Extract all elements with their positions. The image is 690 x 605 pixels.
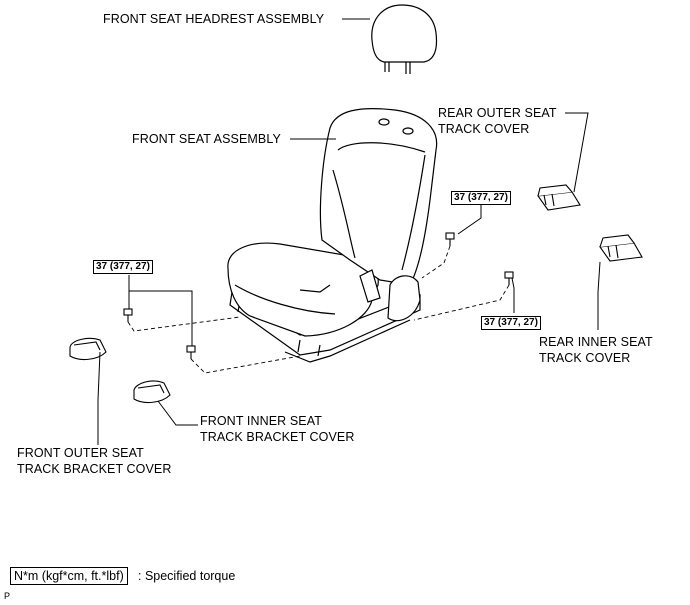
footer-mark: P (4, 591, 11, 601)
rear-inner-cover-illustration (599, 234, 643, 262)
bolt-icon (504, 271, 514, 285)
label-rear-inner-line2: TRACK COVER (539, 351, 631, 365)
bolt-icons (123, 232, 514, 359)
label-front-outer-line2: TRACK BRACKET COVER (17, 462, 172, 476)
legend-description: : Specified torque (138, 569, 236, 583)
label-headrest: FRONT SEAT HEADREST ASSEMBLY (103, 12, 325, 26)
headrest-illustration (371, 4, 438, 74)
rear-outer-cover-illustration (537, 184, 581, 211)
label-seat: FRONT SEAT ASSEMBLY (132, 132, 281, 146)
torque-spec-upper-right: 37 (377, 27) (451, 191, 511, 205)
legend-unit-box: N*m (kgf*cm, ft.*lbf) (10, 567, 128, 585)
front-inner-cover-illustration (133, 380, 171, 404)
label-front-outer-line1: FRONT OUTER SEAT (17, 446, 144, 460)
label-rear-outer-line1: REAR OUTER SEAT (438, 106, 557, 120)
front-seat-illustration (227, 107, 438, 363)
torque-spec-lower-right: 37 (377, 27) (481, 316, 541, 330)
label-rear-inner-line1: REAR INNER SEAT (539, 335, 653, 349)
leader-lines (97, 18, 601, 445)
label-rear-outer-line2: TRACK COVER (438, 122, 530, 136)
torque-spec-left: 37 (377, 27) (93, 260, 153, 274)
bolt-icon (123, 308, 133, 322)
front-outer-cover-illustration (69, 337, 107, 361)
label-front-inner-line1: FRONT INNER SEAT (200, 414, 322, 428)
alignment-lines (127, 245, 510, 374)
bolt-icon (186, 345, 196, 359)
label-front-inner-line2: TRACK BRACKET COVER (200, 430, 355, 444)
bolt-icon (445, 232, 455, 246)
